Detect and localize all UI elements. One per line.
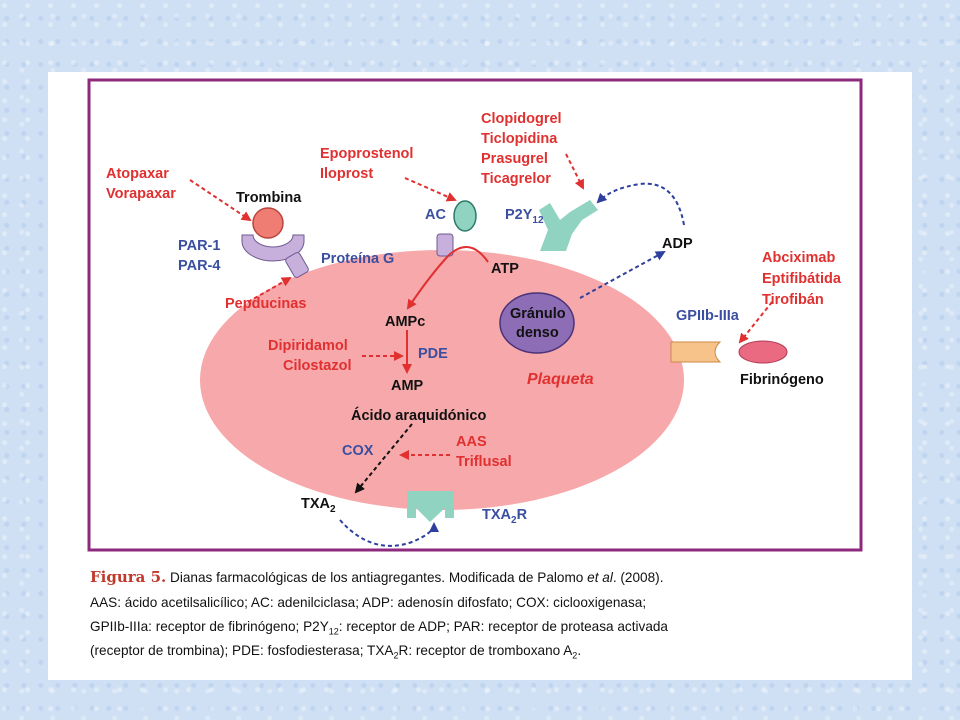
label-eptifibatida: Eptifibátida (762, 271, 842, 287)
label-iloprost: Iloprost (320, 166, 373, 182)
label-txa2: TXA2 (301, 496, 336, 515)
granulo-to-adp-arrow (579, 251, 666, 299)
label-trombina: Trombina (236, 190, 302, 206)
ac-gprotein (436, 233, 454, 257)
gpiib-receptor (670, 341, 722, 363)
label-proteina-g: Proteína G (321, 251, 394, 267)
cox-arrow (354, 423, 413, 494)
label-ampc: AMPc (385, 314, 425, 330)
granulo-denso-shape (499, 292, 575, 354)
atopaxar-arrow (189, 179, 252, 222)
label-denso: denso (516, 325, 559, 341)
caption-text-2: AAS: ácido acetilsalicílico; AC: adenilc… (90, 595, 647, 610)
label-atp: ATP (491, 261, 519, 277)
p2y12-receptor (513, 200, 598, 251)
caption-text-4a: (receptor de trombina); PDE: fosfodieste… (90, 643, 394, 658)
label-p2y12: P2Y12 (505, 207, 544, 226)
diagram-frame (87, 78, 863, 552)
caption-text-3b: : receptor de ADP; PAR: receptor de prot… (338, 619, 668, 634)
atp-arrow (406, 246, 489, 310)
label-gpiib: GPIIb-IIIa (676, 308, 740, 324)
caption-et-al: et al (587, 570, 613, 585)
label-fibrinogeno: Fibrinógeno (740, 372, 824, 388)
label-granulo: Gránulo (510, 306, 566, 322)
abciximab-arrow (738, 301, 773, 344)
label-pepducinas: Pepducinas (225, 296, 306, 312)
label-ticlopidina: Ticlopidina (481, 131, 558, 147)
caption-line-2: AAS: ácido acetilsalicílico; AC: adenilc… (90, 591, 890, 614)
label-aas: AAS (456, 434, 487, 450)
proteina-g-shape (285, 252, 309, 278)
label-txa2r: TXA2R (482, 507, 528, 526)
epoprostenol-arrow (404, 177, 457, 202)
caption-text-4b: R: receptor de tromboxano A (398, 643, 573, 658)
label-adp: ADP (662, 236, 693, 252)
label-cilostazol: Cilostazol (283, 358, 351, 374)
fibrinogen-shape (738, 340, 788, 364)
label-par1: PAR-1 (178, 238, 220, 254)
label-ticagrelor: Ticagrelor (481, 171, 551, 187)
label-prasugrel: Prasugrel (481, 151, 548, 167)
label-clopidogrel: Clopidogrel (481, 111, 562, 127)
label-plaqueta: Plaqueta (527, 371, 594, 388)
caption-line-3: GPIIb-IIIa: receptor de fibrinógeno; P2Y… (90, 615, 890, 644)
ac-enzyme (453, 200, 477, 232)
label-amp: AMP (391, 378, 424, 394)
pepducinas-arrow (247, 277, 292, 303)
caption-text-1a: Dianas farmacológicas de los antiagregan… (166, 570, 588, 585)
caption-sub-3: 12 (328, 626, 339, 637)
clopidogrel-arrow (565, 153, 584, 190)
caption-line-1: Figura 5. Dianas farmacológicas de los a… (90, 566, 890, 589)
label-epoprostenol: Epoprostenol (320, 146, 413, 162)
label-triflusal: Triflusal (456, 454, 512, 470)
label-ac: AC (425, 207, 446, 223)
platelet-body (200, 250, 684, 510)
label-acido: Ácido araquidónico (351, 407, 486, 424)
caption-sub-4a: 2 (393, 650, 399, 661)
caption-figure-label: Figura 5. (90, 568, 167, 586)
txa2-to-receptor-arrow (339, 519, 439, 547)
label-tirofiban: Tirofibán (762, 292, 824, 308)
caption-text-1b: . (2008). (612, 570, 664, 585)
label-pde: PDE (418, 346, 448, 362)
caption-text-3a: GPIIb-IIIa: receptor de fibrinógeno; P2Y (90, 619, 329, 634)
label-cox: COX (342, 443, 374, 459)
caption-sub-4b: 2 (572, 650, 578, 661)
label-abciximab: Abciximab (762, 250, 835, 266)
label-atopaxar: Atopaxar (106, 166, 169, 182)
txa2r-receptor (407, 491, 454, 522)
label-vorapaxar: Vorapaxar (106, 186, 176, 202)
par-receptor (241, 234, 305, 262)
label-dipiridamol: Dipiridamol (268, 338, 348, 354)
label-par4: PAR-4 (178, 258, 220, 274)
caption-text-4c: . (577, 643, 582, 658)
thrombin-shape (252, 207, 284, 239)
adp-to-p2y-arrow (596, 182, 685, 226)
caption-line-4: (receptor de trombina); PDE: fosfodieste… (90, 639, 890, 668)
